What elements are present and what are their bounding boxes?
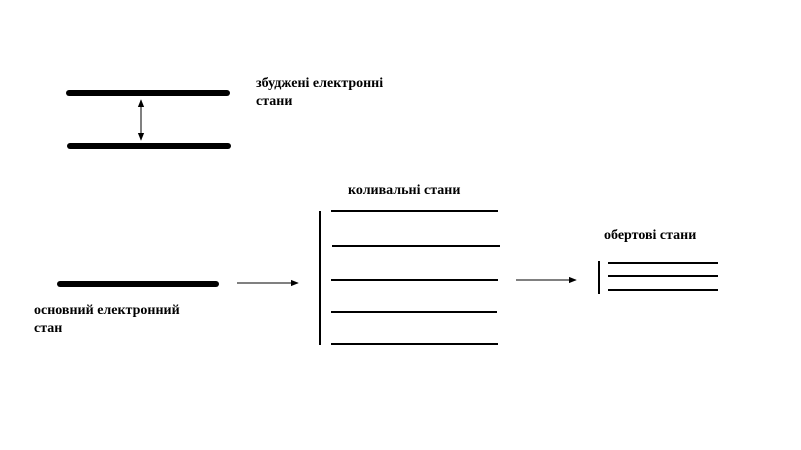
ground-state-label-line-1: основний електронний <box>34 303 180 318</box>
vibrational-states-label: коливальні стани <box>348 183 461 198</box>
excited-states-label: збуджені електронні стани <box>256 75 383 111</box>
ground-state-label-line-2: стан <box>34 321 63 336</box>
excited-states-label-line-2: стани <box>256 94 293 109</box>
excited-states-label-line-1: збуджені електронні <box>256 76 384 91</box>
rotational-states-label: обертові стани <box>604 228 697 243</box>
ground-state-label: основний електронний стан <box>34 302 180 338</box>
